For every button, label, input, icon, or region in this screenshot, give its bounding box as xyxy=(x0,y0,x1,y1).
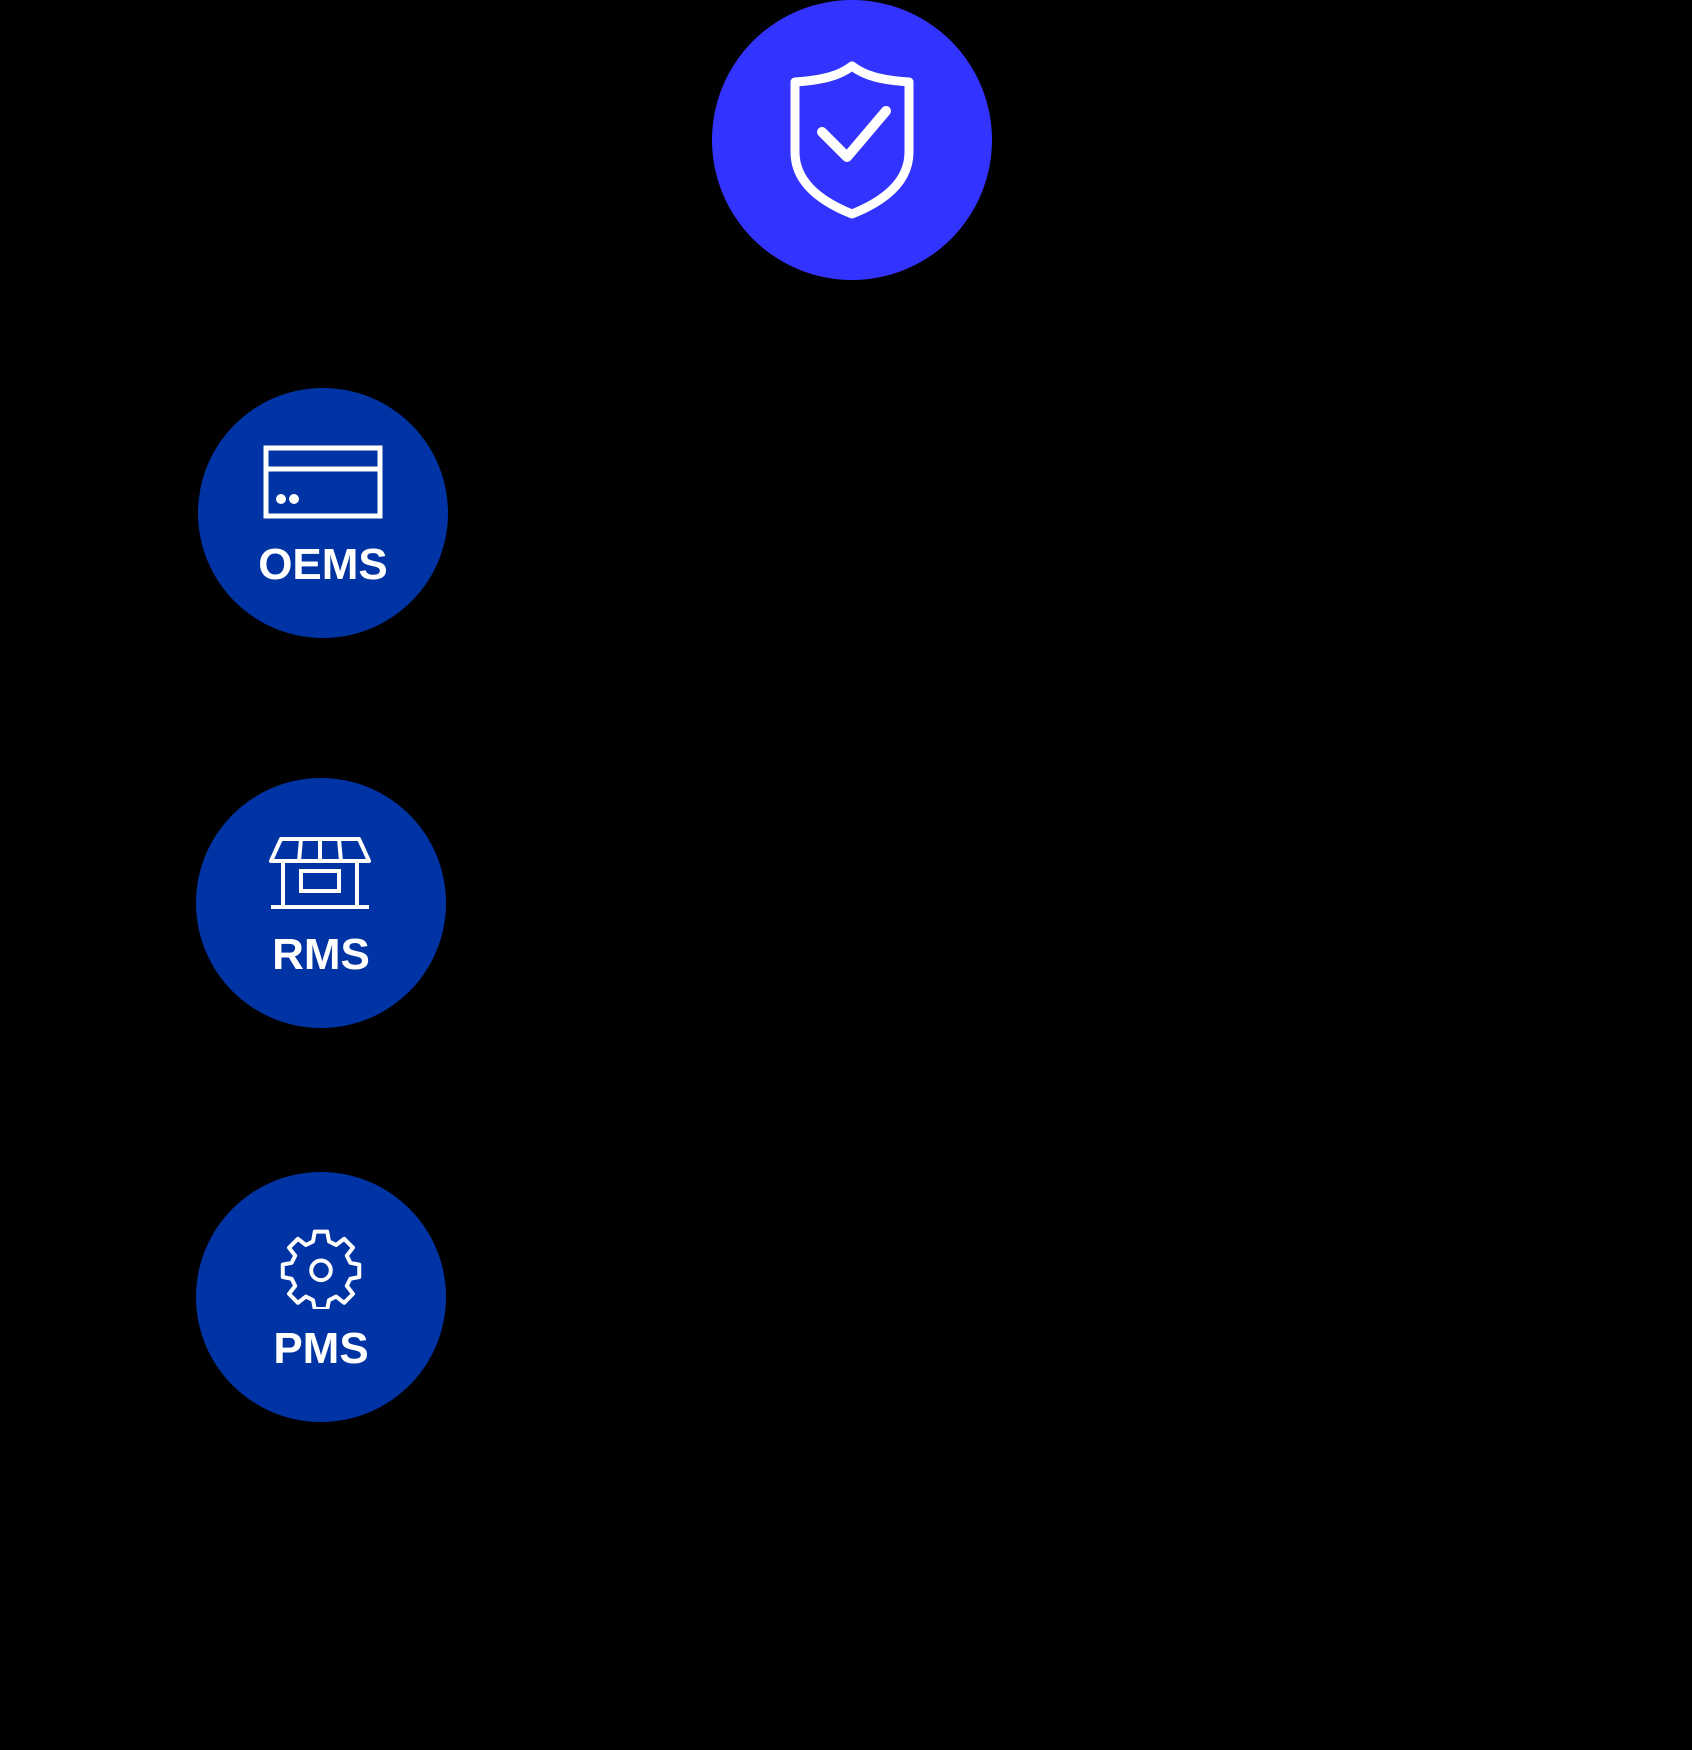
security-hub-node xyxy=(712,0,992,280)
pms-node: PMS xyxy=(196,1172,446,1422)
oems-node: OEMS xyxy=(198,388,448,638)
storefront-icon xyxy=(269,837,371,909)
shield-check-icon xyxy=(790,61,914,219)
pms-label: PMS xyxy=(273,1324,369,1373)
gear-icon xyxy=(280,1229,362,1309)
rms-label: RMS xyxy=(272,930,370,979)
credit-card-icon xyxy=(263,445,383,519)
oems-label: OEMS xyxy=(258,540,388,589)
rms-node: RMS xyxy=(196,778,446,1028)
